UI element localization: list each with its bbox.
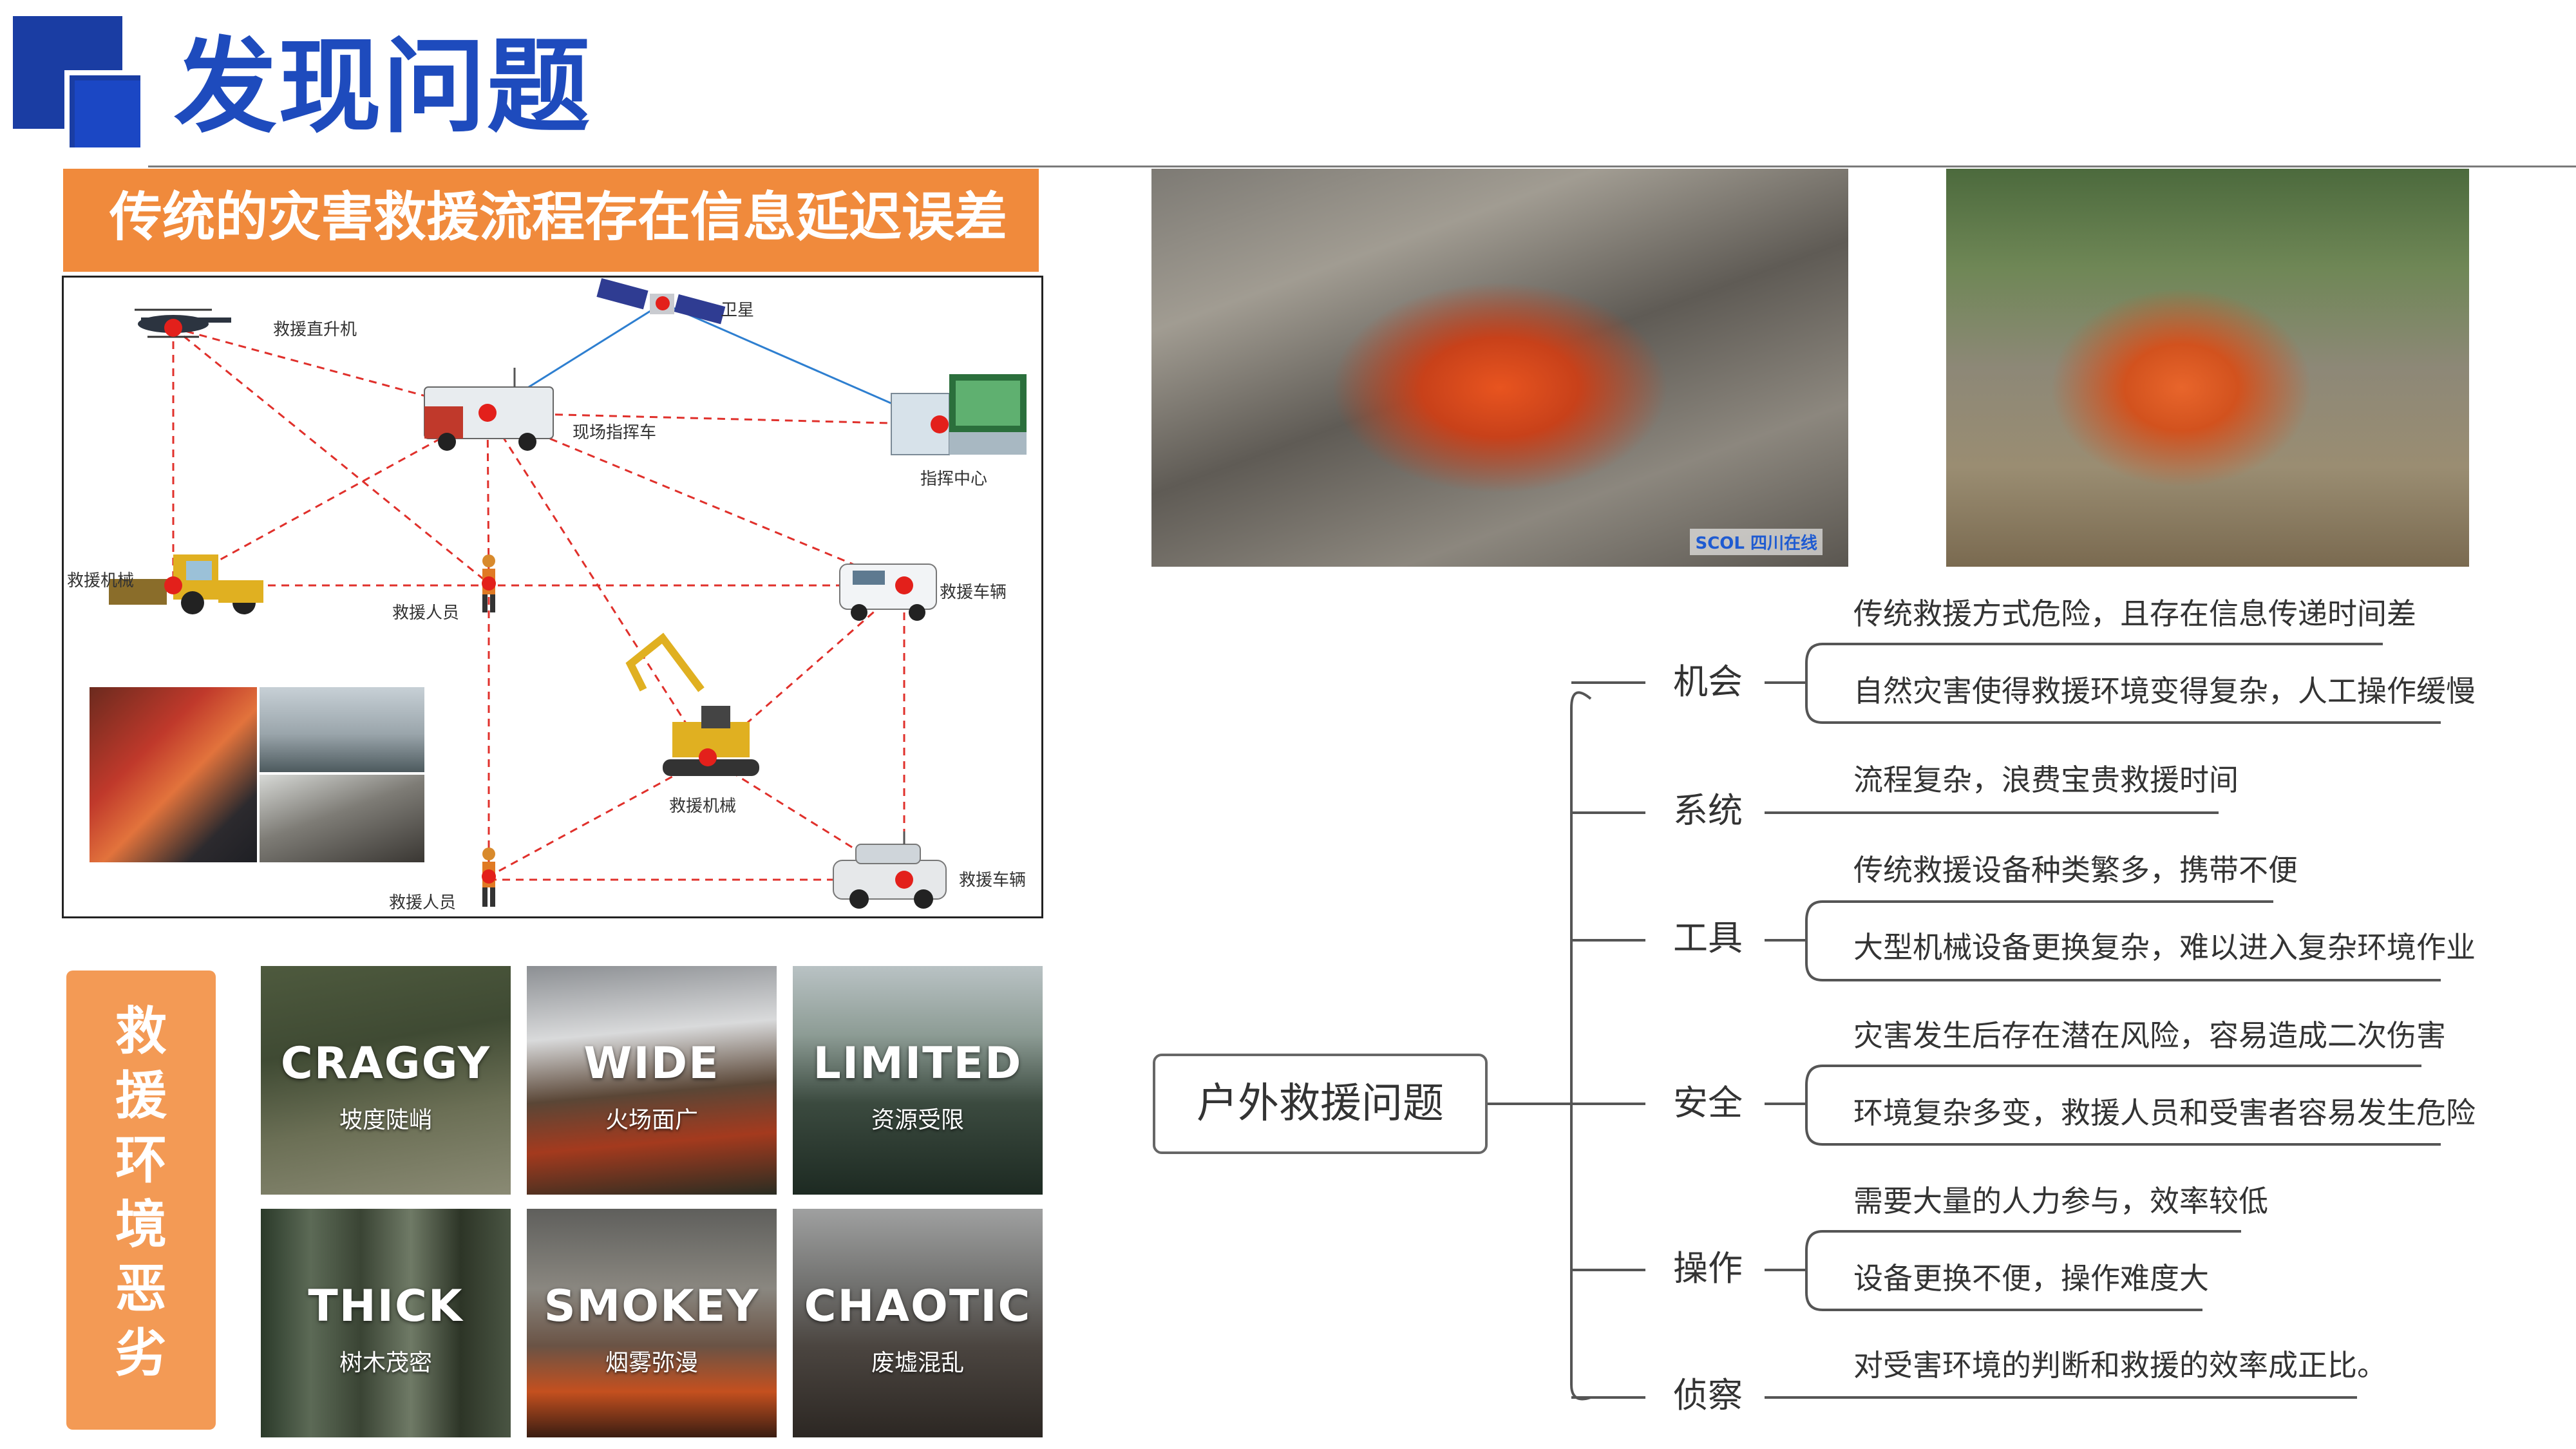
section-banner-text: 传统的灾害救援流程存在信息延迟误差 [109,187,1008,248]
env-tile-subtitle: 烟雾弥漫 [605,1350,698,1376]
network-lines [109,278,1027,909]
label-command-vehicle: 现场指挥车 [573,423,657,442]
env-label-char: 救 [115,1001,167,1061]
header-divider [148,166,2576,167]
mindmap-branch-label: 安全 [1673,1083,1743,1123]
mindmap-leaf: 对受害环境的判断和救援的效率成正比。 [1853,1348,2387,1383]
ambulance-icon [839,564,937,621]
env-label-char: 环 [115,1130,167,1190]
label-command-center: 指挥中心 [920,469,988,489]
mindmap-leaf: 自然灾害使得救援环境变得复杂，人工操作缓慢 [1853,674,2476,708]
mindmap-branch-label: 操作 [1673,1248,1743,1289]
env-tile-subtitle: 树木茂密 [339,1350,432,1376]
env-label-char: 境 [115,1195,167,1255]
rescue-photo-collage [90,687,424,862]
logo-square-small-fill [75,80,140,147]
photo-watermark: SCOL 四川在线 [1690,529,1823,555]
env-tile-subtitle: 坡度陡峭 [339,1107,432,1133]
label-rescuer-bottom: 救援人员 [389,893,457,913]
env-tile-title: WIDE [583,1038,720,1089]
mindmap-branch-label: 机会 [1673,661,1743,702]
env-tile-title: LIMITED [813,1038,1023,1089]
env-tile-subtitle: 废墟混乱 [871,1350,964,1376]
env-tile-smokey: SMOKEY 烟雾弥漫 [527,1209,777,1437]
env-tile-subtitle: 资源受限 [871,1107,964,1133]
label-rescuer-mid: 救援人员 [392,603,460,623]
environment-side-label: 救 援 环 境 恶 劣 [66,971,216,1430]
mindmap-leaf: 传统救援方式危险，且存在信息传递时间差 [1853,596,2416,631]
network-nodes [164,296,949,889]
label-satellite: 卫星 [721,301,755,320]
mindmap-branch-label: 侦察 [1673,1375,1743,1416]
collage-photo-helicopter [260,687,424,772]
env-tile-title: THICK [308,1281,464,1332]
collage-photo-team [260,775,424,862]
mindmap-branch-label: 系统 [1673,790,1743,831]
env-tile-limited: LIMITED 资源受限 [793,966,1043,1195]
page-title: 发现问题 [174,26,592,147]
env-label-char: 援 [115,1066,167,1126]
mindmap-leaf: 传统救援设备种类繁多，携带不便 [1853,853,2298,887]
env-tile-subtitle: 火场面广 [605,1107,698,1133]
suv-icon [833,831,947,909]
label-machinery-center: 救援机械 [669,797,737,816]
collage-photo-rescue-crowd [90,687,257,862]
env-tile-chaotic: CHAOTIC 废墟混乱 [793,1209,1043,1437]
photo-rubble-rescue: SCOL 四川在线 [1151,169,1848,567]
mindmap-leaf: 环境复杂多变，救援人员和受害者容易发生危险 [1853,1095,2476,1130]
label-vehicle-bottom: 救援车辆 [959,871,1027,890]
section-banner [63,169,1039,272]
env-tile-title: SMOKEY [544,1281,760,1332]
mindmap-leaf: 设备更换不便，操作难度大 [1853,1261,2209,1296]
mindmap-branch-label: 工具 [1673,918,1743,958]
env-tile-craggy: CRAGGY 坡度陡峭 [261,966,511,1195]
env-label-char: 劣 [115,1323,167,1383]
label-machinery-left: 救援机械 [67,571,135,591]
env-tile-wide: WIDE 火场面广 [527,966,777,1195]
bulldozer-icon [109,554,263,614]
env-tile-title: CHAOTIC [804,1281,1032,1332]
mindmap-leaf: 流程复杂，浪费宝贵救援时间 [1853,762,2239,797]
env-tile-thick: THICK 树木茂密 [261,1209,511,1437]
photo-field-rescue-team [1946,169,2469,567]
label-helicopter: 救援直升机 [273,320,357,339]
mindmap-leaf: 灾害发生后存在潜在风险，容易造成二次伤害 [1853,1018,2446,1053]
mindmap-leaf: 需要大量的人力参与，效率较低 [1853,1184,2268,1218]
mindmap-leaf: 大型机械设备更换复杂，难以进入复杂环境作业 [1853,930,2476,965]
rescue-network-diagram: 救援直升机 卫星 现场指挥车 指挥中心 救援机械 救援人员 救援车辆 救援机械 … [62,276,1043,918]
env-tile-title: CRAGGY [280,1038,491,1089]
env-label-char: 恶 [115,1259,167,1319]
label-vehicle-right: 救援车辆 [940,583,1007,602]
mindmap-root: 户外救援问题 [1153,1054,1488,1154]
command-center-icon [891,374,1027,455]
